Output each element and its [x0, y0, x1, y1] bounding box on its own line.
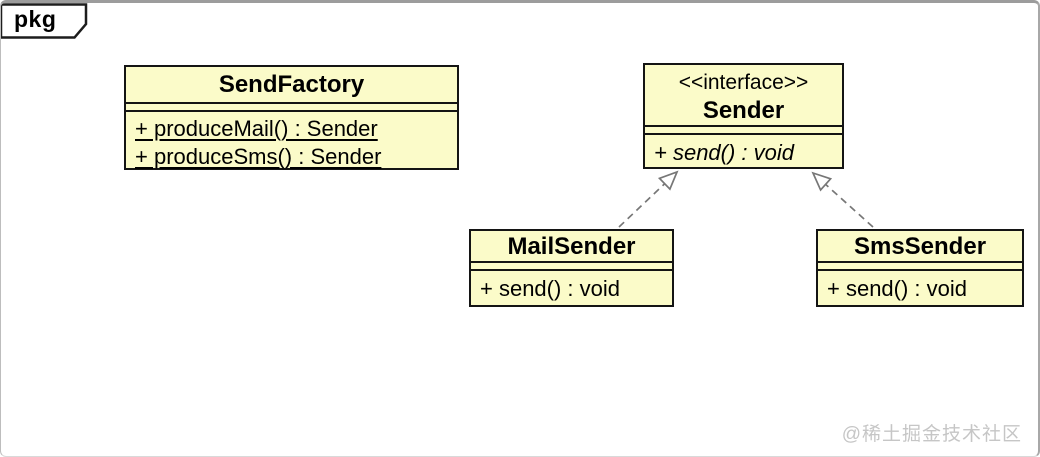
empty-attributes-compartment	[471, 261, 672, 271]
package-tab-label: pkg	[14, 6, 57, 32]
package-tab-outline	[1, 3, 88, 39]
class-box-sendfactory: SendFactory + produceMail() : Sender + p…	[124, 65, 459, 170]
hollow-triangle-arrowhead	[657, 170, 679, 191]
class-name: SmsSender	[853, 233, 987, 260]
methods-compartment: + send() : void	[818, 271, 1022, 306]
realization-arrow-mailsender-to-sender	[618, 170, 679, 228]
method-producemail: + produceMail() : Sender	[135, 116, 378, 141]
method-producesms: + produceSms() : Sender	[135, 144, 382, 169]
methods-compartment: + produceMail() : Sender + produceSms() …	[126, 112, 457, 173]
method-send: + send() : void	[654, 140, 795, 165]
empty-attributes-compartment	[126, 102, 457, 112]
empty-attributes-compartment	[818, 261, 1022, 271]
method-send: + send() : void	[480, 276, 621, 301]
interface-box-sender: <<interface>> Sender + send() : void	[643, 63, 844, 169]
class-name: MailSender	[507, 233, 636, 260]
class-name: Sender	[702, 97, 785, 124]
realization-arrow-smssender-to-sender	[811, 171, 874, 228]
methods-compartment: + send() : void	[471, 271, 672, 306]
methods-compartment: + send() : void	[645, 135, 842, 170]
watermark-text: @稀土掘金技术社区	[841, 424, 1022, 445]
interface-stereotype: <<interface>>	[678, 71, 809, 94]
empty-attributes-compartment	[645, 125, 842, 135]
hollow-triangle-arrowhead	[811, 171, 833, 192]
package-tab: pkg	[1, 3, 93, 41]
method-send: + send() : void	[827, 276, 968, 301]
class-box-smssender: SmsSender + send() : void	[816, 229, 1024, 307]
class-box-mailsender: MailSender + send() : void	[469, 229, 674, 307]
class-name: SendFactory	[218, 71, 365, 98]
